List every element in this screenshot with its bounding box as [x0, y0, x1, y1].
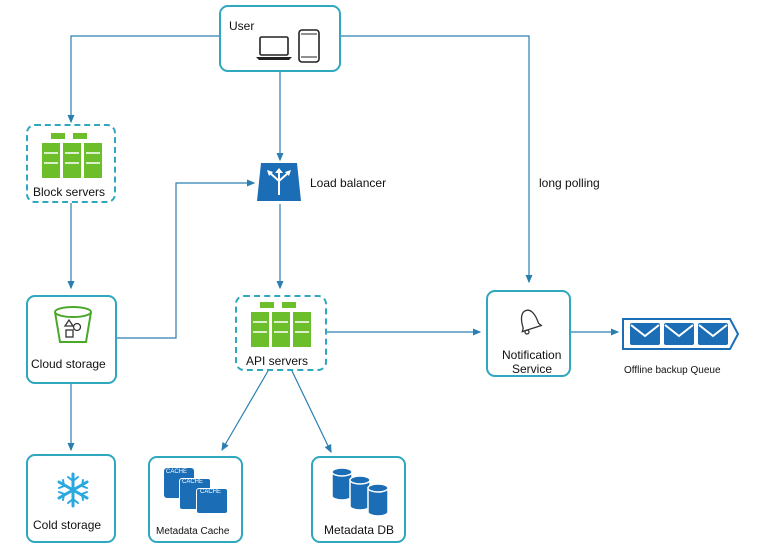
- cache-badge-2: CACHE: [182, 479, 204, 485]
- queue-envelope-icon: [622, 318, 740, 350]
- bucket-icon: [54, 306, 92, 343]
- cold-storage-node: Cold storage: [26, 454, 116, 543]
- cloud-storage-label: Cloud storage: [31, 357, 106, 371]
- bell-icon: [520, 309, 543, 335]
- database-icon: [331, 467, 389, 516]
- edge-user-notify: [341, 35, 533, 284]
- load-balancer-label: Load balancer: [310, 176, 387, 190]
- api-servers-label: API servers: [246, 354, 309, 368]
- cache-badge-1: CACHE: [166, 469, 188, 475]
- metadata-cache-label: Metadata Cache: [156, 526, 230, 537]
- offline-queue-label: Offline backup Queue: [624, 365, 721, 376]
- user-label: User: [229, 19, 255, 33]
- edge-user-block: [67, 35, 219, 124]
- cloud-storage-node: Cloud storage: [26, 295, 117, 384]
- cache-icon: CACHE CACHE CACHE: [164, 468, 230, 514]
- metadata-db-label: Metadata DB: [324, 523, 395, 537]
- server-rack-icon: [42, 133, 102, 178]
- snowflake-icon: [57, 472, 89, 508]
- notification-service-node: Notification Service: [486, 290, 571, 377]
- api-servers-node: API servers: [235, 295, 327, 371]
- cold-storage-label: Cold storage: [33, 518, 102, 532]
- cache-badge-3: CACHE: [200, 489, 222, 495]
- block-servers-label: Block servers: [33, 185, 106, 199]
- notification-service-label-line2: Service: [512, 362, 553, 376]
- notification-service-label-line1: Notification: [502, 348, 562, 362]
- edge-cloud-lb: [117, 179, 256, 339]
- user-node: User: [219, 5, 341, 72]
- block-servers-node: Block servers: [26, 124, 116, 203]
- metadata-db-node: Metadata DB: [311, 456, 406, 543]
- metadata-cache-node: CACHE CACHE CACHE Metadata Cache: [148, 456, 243, 543]
- laptop-icon: [256, 36, 292, 60]
- long-polling-label: long polling: [539, 176, 600, 190]
- phone-icon: [298, 29, 320, 63]
- edge-api-cache: [221, 370, 269, 452]
- load-balancer-icon: [257, 163, 301, 201]
- edge-api-db: [291, 370, 332, 454]
- server-rack-icon: [251, 302, 311, 347]
